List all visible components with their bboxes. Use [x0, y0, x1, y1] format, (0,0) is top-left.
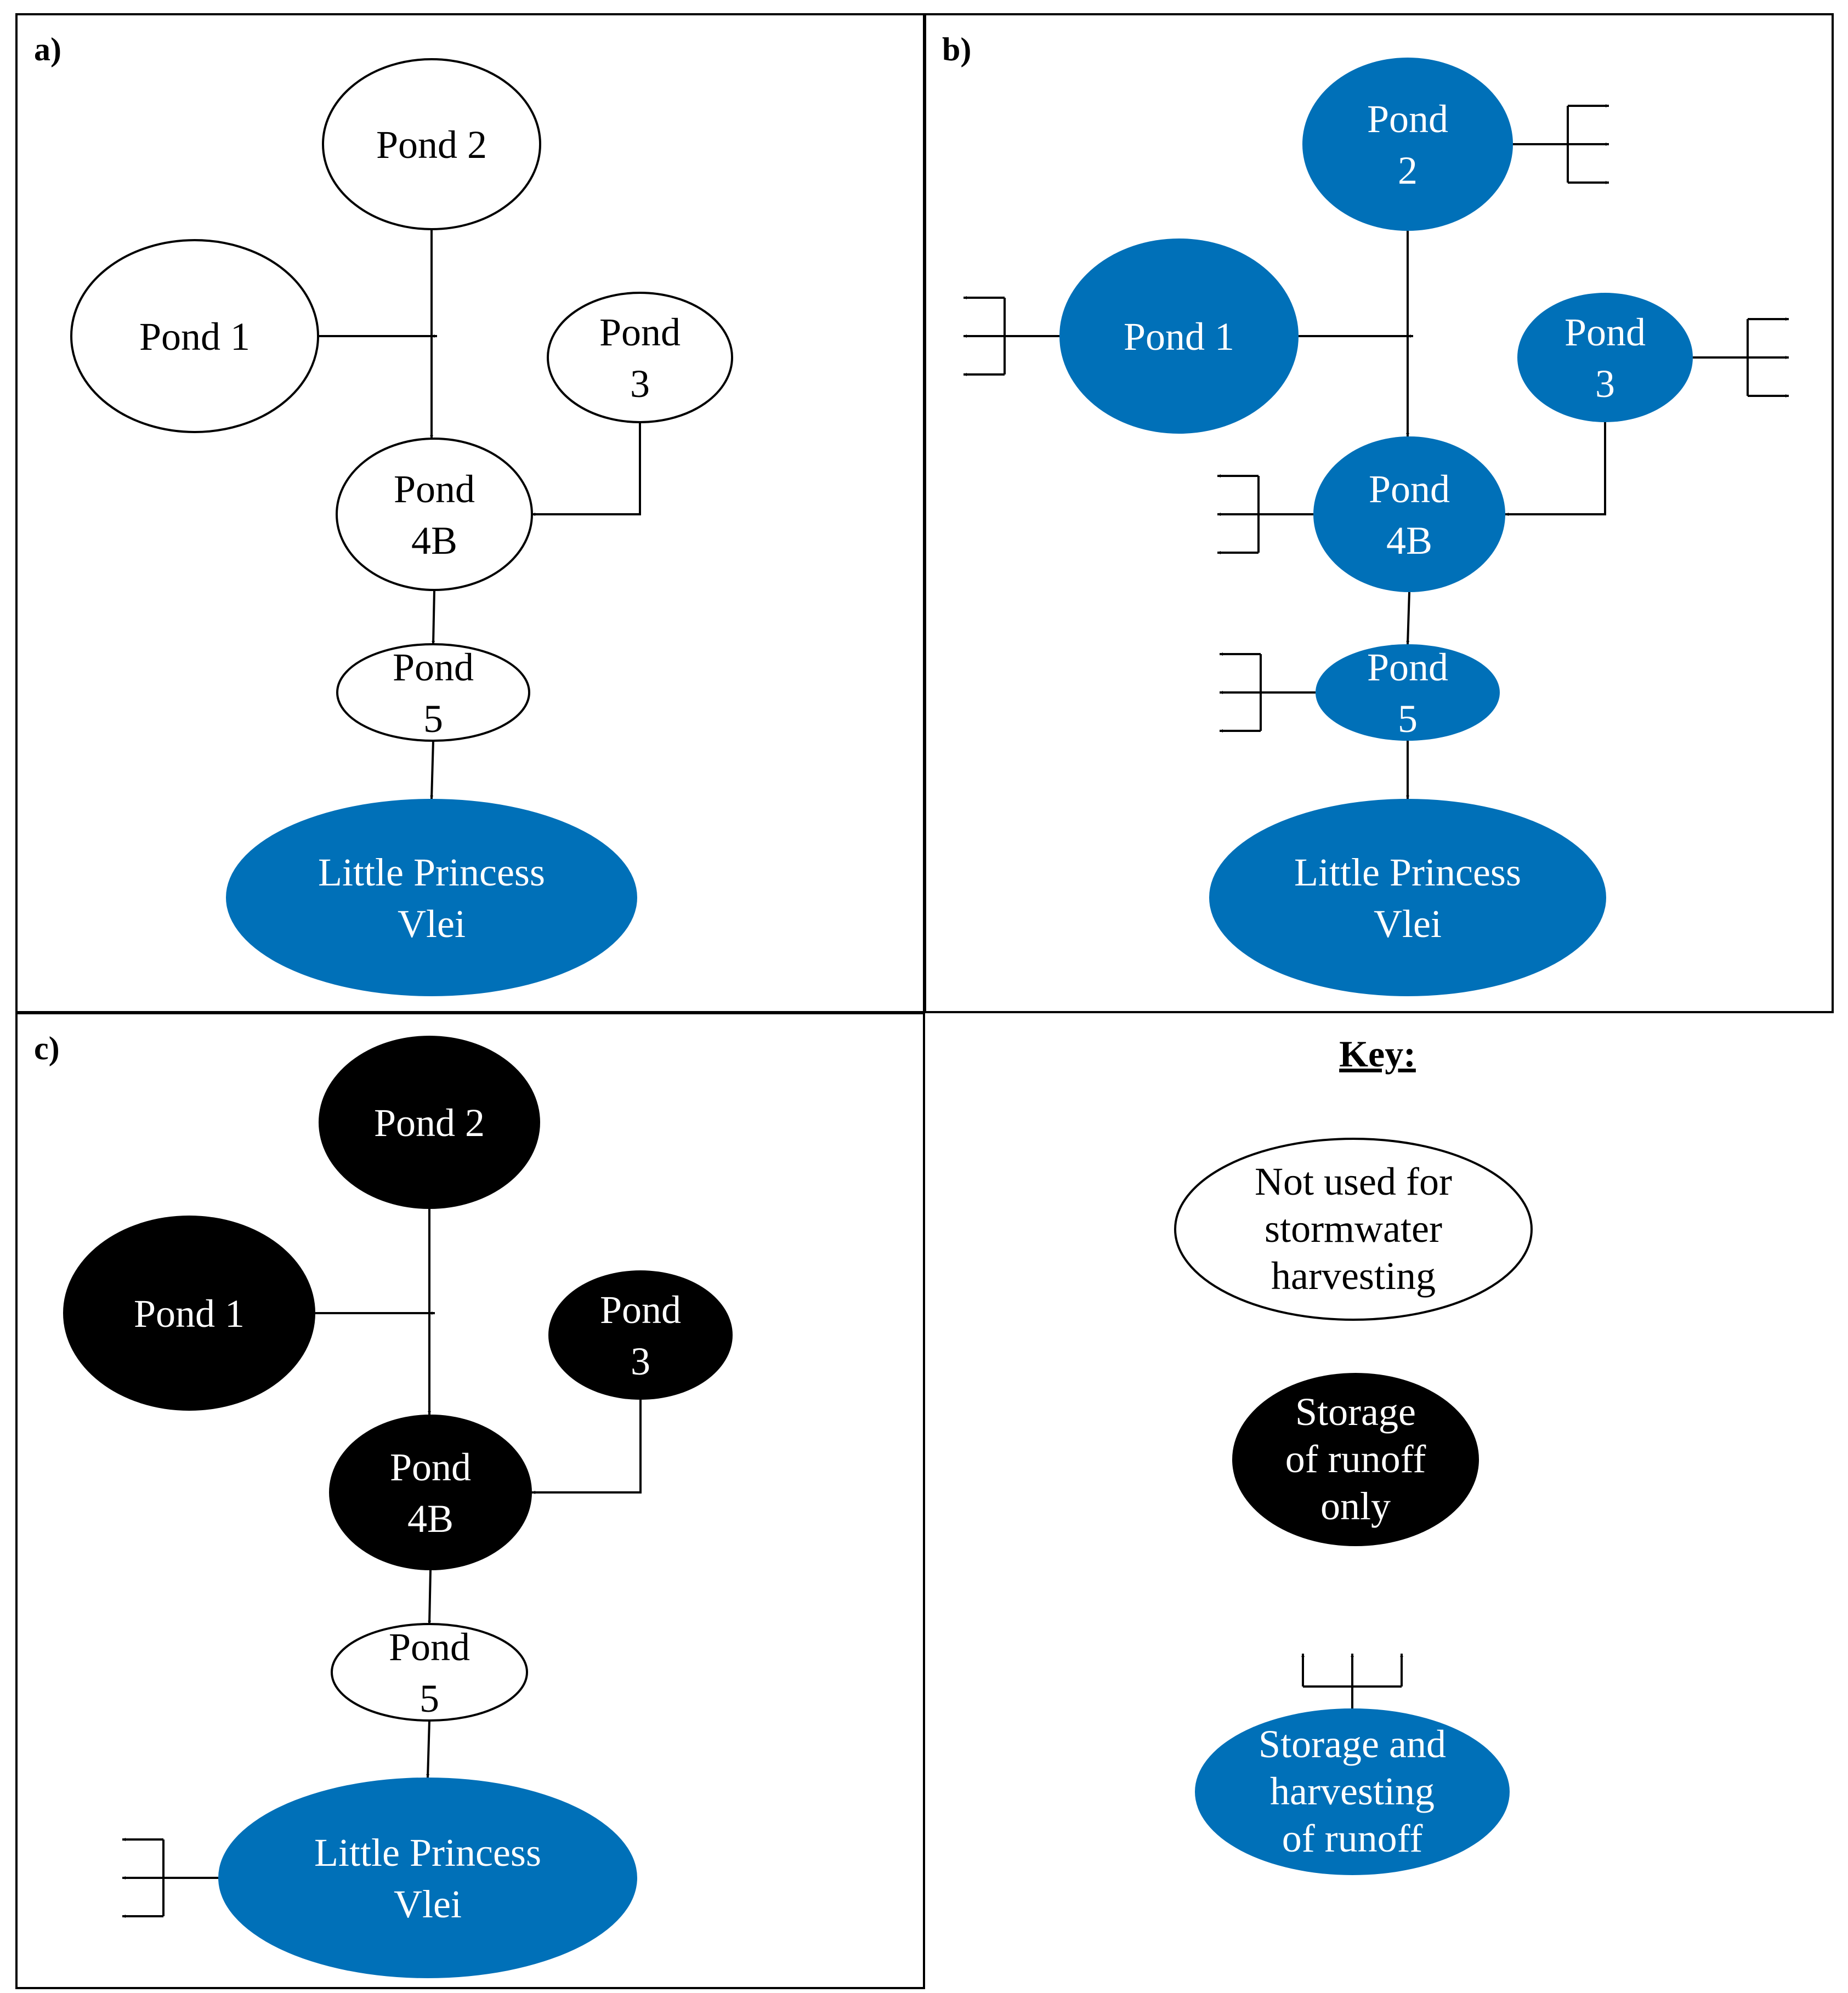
panel-b-pond4b-label-line-2: 4B	[1386, 519, 1432, 563]
flow-edges	[315, 229, 1606, 1778]
panel-a-edge-pond3-pond4b	[532, 422, 641, 516]
key-storage-only-label-line-3: only	[1320, 1484, 1391, 1528]
panel-c-pond4b-label-line-2: 4B	[407, 1497, 454, 1541]
panel-a-pond5-label-line-2: 5	[423, 697, 443, 741]
panel-b-pond3-harvest-arrows	[1693, 317, 1789, 398]
panel-a-pond3-label-line-2: 3	[630, 362, 650, 406]
key-storage-harvest-label-line-2: harvesting	[1270, 1769, 1435, 1813]
panel-a-pond5-ellipse	[336, 643, 530, 742]
key-not-used-label-line-3: harvesting	[1271, 1254, 1436, 1298]
panel-b-edge-pond3-pond4b	[1505, 422, 1606, 516]
panel-b-frame	[924, 13, 1834, 1013]
panel-b-pond3-label-line-2: 3	[1595, 362, 1615, 406]
panel-b-pond3-ellipse	[1517, 293, 1693, 422]
panel-a-pond1-label-line-1: Pond 1	[139, 315, 250, 359]
panel-c-pond2-ellipse	[319, 1036, 540, 1209]
key-storage-harvest-label-line-1: Storage and	[1259, 1722, 1446, 1766]
panel-c-pond1-label-line-1: Pond 1	[134, 1292, 245, 1336]
panel-a-pond4b-label-line-1: Pond	[394, 467, 475, 511]
panel-a-vlei-label-line-1: Little Princess	[318, 850, 545, 894]
panel-a-vlei-ellipse	[226, 799, 637, 996]
panel-c-pond5-ellipse	[331, 1623, 528, 1722]
panel-b-pond1-harvest-arrows	[963, 296, 1059, 376]
key-not-used-ellipse	[1174, 1138, 1533, 1321]
panel-b-pond5-harvest-arrows	[1220, 652, 1316, 733]
panel-c-pond2-label-line-1: Pond 2	[374, 1101, 485, 1145]
panel-a-pond4b-ellipse	[336, 438, 533, 591]
panel-b-vlei-label-line-1: Little Princess	[1294, 850, 1521, 894]
panel-c-vlei-label-line-1: Little Princess	[314, 1831, 541, 1875]
panel-b-pond4b-harvest-arrows	[1217, 474, 1313, 554]
panel-c-pond4b-ellipse	[329, 1415, 532, 1570]
panel-a-pond3-ellipse	[547, 292, 733, 423]
panel-a-edge-pond4b-pond5	[432, 589, 435, 645]
panel-a-pond2-ellipse	[322, 58, 541, 230]
panel-b-pond5-label-line-1: Pond	[1367, 645, 1448, 689]
key-storage-harvest-label-line-3: of runoff	[1282, 1816, 1423, 1860]
panel-a-label: a)	[34, 31, 61, 67]
panel-b-label: b)	[942, 31, 971, 67]
panel-c-frame	[15, 1012, 925, 1989]
panel-b-pond1-ellipse	[1059, 239, 1299, 434]
panel-a-vlei-label-line-2: Vlei	[398, 902, 466, 946]
key-storage-only-ellipse	[1232, 1373, 1479, 1546]
panel-c-vlei-harvest-arrows	[122, 1838, 218, 1918]
panel-c-edge-pond5-vlei	[426, 1720, 430, 1778]
panel-b-edge-pond4b-pond5	[1406, 592, 1410, 645]
panel-b-pond1-label-line-1: Pond 1	[1124, 315, 1234, 359]
panel-c-pond1-ellipse	[63, 1216, 315, 1411]
panel-c-edge-pond3-pond4b	[532, 1400, 642, 1494]
key-not-used-label-line-2: stormwater	[1265, 1207, 1442, 1251]
panel-b-pond2-harvest-arrows	[1513, 104, 1609, 184]
panel-c-vlei-ellipse	[218, 1778, 637, 1978]
panel-b-pond5-ellipse	[1316, 644, 1500, 741]
key-storage-only-label-line-2: of runoff	[1285, 1437, 1426, 1481]
panel-c-pond3-label-line-1: Pond	[600, 1288, 681, 1332]
panel-b-pond4b-ellipse	[1313, 436, 1505, 592]
panel-a-pond1-ellipse	[70, 239, 319, 433]
panel-a-edge-pond5-vlei	[430, 740, 434, 799]
panel-b-pond2-label-line-1: Pond	[1367, 97, 1448, 141]
panel-c-label: c)	[34, 1030, 60, 1066]
panel-a-pond5-label-line-1: Pond	[393, 645, 474, 689]
panel-b-pond3-label-line-1: Pond	[1564, 310, 1646, 354]
panel-c-edge-pond4b-pond5	[428, 1570, 432, 1625]
panel-b-pond2-label-line-2: 2	[1398, 149, 1418, 192]
panel-b-vlei-ellipse	[1209, 799, 1606, 996]
key-not-used-label-line-1: Not used for	[1255, 1160, 1452, 1203]
panel-a-pond4b-label-line-2: 4B	[411, 519, 457, 563]
panel-b-pond4b-label-line-1: Pond	[1369, 467, 1450, 511]
key-storage-harvest-harvest-arrows	[1301, 1654, 1403, 1708]
key-title: Key:	[1339, 1033, 1416, 1075]
panel-a-pond2-label-line-1: Pond 2	[376, 123, 487, 167]
panel-c-vlei-label-line-2: Vlei	[394, 1882, 462, 1926]
panel-c-pond3-ellipse	[548, 1270, 733, 1400]
panel-c-pond3-label-line-2: 3	[631, 1339, 650, 1383]
panel-a-pond3-label-line-1: Pond	[599, 310, 681, 354]
panel-b-vlei-label-line-2: Vlei	[1374, 902, 1442, 946]
panel-c-pond4b-label-line-1: Pond	[390, 1445, 471, 1489]
panel-b-pond2-ellipse	[1302, 58, 1513, 231]
harvest-arrows	[122, 104, 1789, 1918]
key-storage-harvest-ellipse	[1195, 1708, 1510, 1875]
panel-c-pond5-label-line-2: 5	[420, 1677, 439, 1721]
key-storage-only-label-line-1: Storage	[1295, 1390, 1416, 1434]
panel-c-pond5-label-line-1: Pond	[389, 1625, 470, 1669]
panel-b-pond5-label-line-2: 5	[1398, 697, 1418, 741]
